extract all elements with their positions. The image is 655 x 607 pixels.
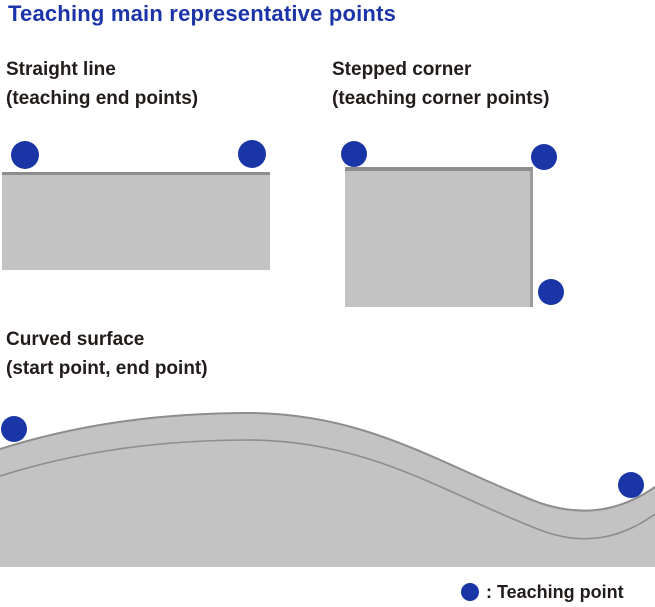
curved-example-label: Curved surface (start point, end point) xyxy=(6,325,208,383)
legend-label: : Teaching point xyxy=(486,581,624,602)
teach-point-dot xyxy=(531,144,557,170)
page-title: Teaching main representative points xyxy=(8,1,397,26)
teach-point-dot xyxy=(618,472,644,498)
straight-example-name: Straight line xyxy=(6,59,116,80)
curved-workpiece-inner-line xyxy=(0,439,655,540)
stepped-workpiece-shape xyxy=(345,167,533,307)
teach-point-dot xyxy=(538,279,564,305)
curved-example-detail: (start point, end point) xyxy=(6,358,208,379)
stepped-example-detail: (teaching corner points) xyxy=(332,88,550,109)
teach-point-dot xyxy=(238,140,266,168)
curved-example-name: Curved surface xyxy=(6,329,145,350)
flat-workpiece-shape xyxy=(2,172,270,270)
curved-workpiece-shape xyxy=(0,411,655,567)
teach-point-dot xyxy=(11,141,39,169)
teach-point-dot xyxy=(341,141,367,167)
curved-workpiece-top-edge xyxy=(0,411,655,512)
straight-example-detail: (teaching end points) xyxy=(6,88,199,109)
stepped-example-name: Stepped corner xyxy=(332,59,472,80)
stepped-example-label: Stepped corner (teaching corner points) xyxy=(332,55,549,113)
straight-example-label: Straight line (teaching end points) xyxy=(6,55,198,113)
teach-point-legend-dot xyxy=(461,583,479,601)
teach-point-dot xyxy=(1,416,27,442)
legend: : Teaching point xyxy=(461,581,624,603)
curved-workpiece-fill xyxy=(0,413,655,567)
